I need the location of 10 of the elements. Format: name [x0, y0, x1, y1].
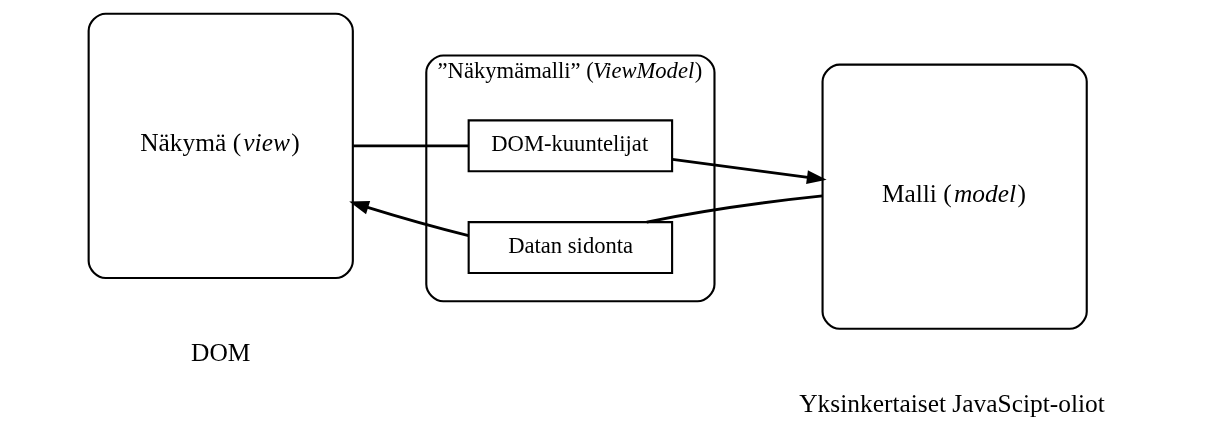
- node-label: DOM: [190, 338, 250, 367]
- node-label: Yksinkertaiset JavaScipt-oliot: [798, 389, 1105, 418]
- node-box: Malli (model): [821, 63, 1088, 330]
- node-box: Näkymä (view): [87, 12, 354, 279]
- arrow: [671, 157, 827, 185]
- node-box: DOM-kuuntelijat: [467, 119, 673, 173]
- arrow: [348, 200, 469, 237]
- connector: [645, 194, 823, 224]
- node-box: Datan sidonta: [467, 221, 673, 275]
- connector: [352, 144, 468, 148]
